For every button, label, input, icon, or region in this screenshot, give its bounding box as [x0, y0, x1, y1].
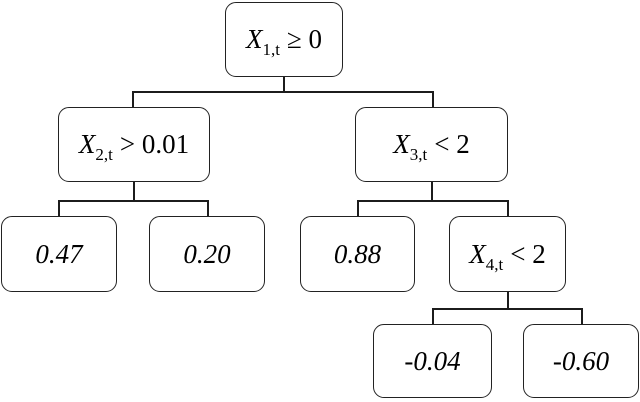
connector-line	[357, 200, 509, 202]
connector-line	[132, 91, 134, 108]
variable-symbol: X	[469, 238, 486, 269]
decision-node-x2t: X2,t > 0.01	[58, 107, 210, 182]
variable-symbol: X	[245, 24, 263, 54]
connector-line	[207, 200, 209, 217]
condition-text: > 0.01	[119, 129, 190, 159]
variable-subscript: 2,t	[95, 145, 113, 164]
variable-symbol: X	[78, 129, 96, 159]
connector-line	[507, 200, 509, 217]
leaf-node-0-20: 0.20	[149, 216, 265, 292]
connector-line	[432, 91, 434, 108]
connector-line	[132, 91, 434, 93]
leaf-value: -0.60	[552, 345, 610, 376]
connector-line	[58, 200, 209, 202]
variable-subscript: 1,t	[262, 40, 280, 59]
variable-symbol: X	[393, 129, 410, 159]
decision-node-x3t: X3,t < 2	[355, 107, 508, 182]
leaf-node-neg-0-60: -0.60	[523, 324, 639, 398]
connector-line	[58, 200, 60, 217]
leaf-value: -0.04	[404, 345, 461, 376]
leaf-value: 0.47	[35, 238, 83, 269]
leaf-value: 0.88	[333, 238, 382, 269]
connector-line	[357, 200, 359, 217]
condition-text: ≥ 0	[286, 24, 323, 54]
node-label: X4,t < 2	[469, 238, 546, 273]
leaf-node-0-47: 0.47	[1, 216, 117, 292]
leaf-node-neg-0-04: -0.04	[373, 324, 492, 398]
node-label: X3,t < 2	[393, 129, 470, 164]
condition-text: < 2	[434, 129, 470, 159]
leaf-value: 0.20	[183, 238, 231, 269]
decision-node-x1t: X1,t ≥ 0	[225, 2, 343, 77]
connector-line	[507, 291, 509, 309]
connector-line	[431, 181, 433, 200]
variable-subscript: 4,t	[485, 254, 504, 274]
connector-line	[432, 308, 583, 310]
leaf-node-0-88: 0.88	[300, 216, 415, 292]
connector-line	[581, 308, 583, 325]
variable-subscript: 3,t	[409, 145, 428, 164]
connector-line	[133, 181, 135, 200]
connector-line	[432, 308, 434, 325]
condition-text: < 2	[510, 238, 546, 269]
node-label: X2,t > 0.01	[78, 129, 190, 164]
node-label: X1,t ≥ 0	[245, 24, 323, 59]
connector-line	[283, 77, 285, 92]
decision-node-x4t: X4,t < 2	[449, 216, 566, 292]
